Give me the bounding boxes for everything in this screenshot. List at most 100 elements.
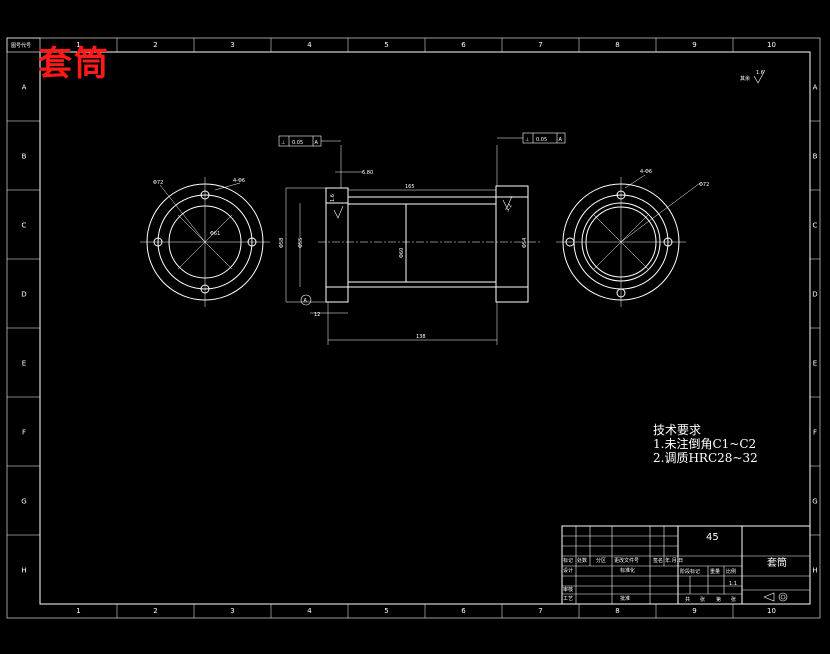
zone-row-right-A: A	[813, 84, 818, 92]
zone-row-left-D: D	[21, 291, 26, 299]
right-end-view: 4-Φ6 Φ72	[556, 169, 709, 307]
left-view-outer-dia: Φ72	[153, 180, 163, 186]
zone-row-right-H: H	[812, 567, 817, 575]
roughness-check-icon	[753, 69, 766, 84]
tech-item-2: 2.调质HRC28~32	[653, 451, 758, 465]
part-name-stamp: 套筒	[38, 44, 110, 84]
dia-left-a: Φ58	[279, 238, 285, 248]
zone-col-top-3: 3	[230, 41, 234, 49]
tech-title: 技术要求	[653, 423, 701, 437]
zone-row-right-F: F	[813, 429, 817, 437]
zone-row-left-F: F	[22, 429, 26, 437]
projection-symbol-icon	[763, 592, 775, 602]
drawing-tag-box	[6, 37, 41, 53]
weight-label: 重量	[710, 568, 720, 575]
left-view-holes: 4-Φ6	[233, 178, 245, 184]
scale-label: 比例	[726, 568, 736, 575]
section-view: 165 138 12 6.80 Φ58 Φ55 Φ60 Φ54 1.6 3.2 …	[279, 145, 540, 345]
header-label-mark: 标记	[563, 557, 573, 564]
zone-row-left-H: H	[21, 567, 26, 575]
header-label-zone: 分区	[596, 557, 606, 564]
zone-row-right-B: B	[813, 153, 818, 161]
left-face-roughness: 1.6	[330, 194, 336, 202]
left-face-roughness-icon	[333, 205, 344, 219]
zone-col-bottom-2: 2	[153, 607, 157, 615]
dia-left-b: Φ55	[298, 238, 304, 248]
left-end-view: Φ72 4-Φ6 Φ61	[140, 177, 270, 307]
roughness-symbol: 其余 1.6	[740, 69, 766, 84]
datum-circle	[300, 294, 312, 306]
zone-col-top-4: 4	[307, 41, 312, 49]
title-block: 45 套筒 标记 处数 分区 更改文件号 签名 年.月.日 设计 标准化 审核 …	[561, 525, 811, 605]
scale-value: 1:1	[729, 581, 737, 587]
drawing-tag-label: 图号代号	[11, 42, 31, 49]
roughness-label: 其余	[740, 75, 750, 82]
review-label: 审核	[563, 586, 573, 593]
zone-row-right-C: C	[813, 222, 818, 230]
roughness-value: 1.6	[756, 70, 764, 76]
zone-col-bottom-10: 10	[767, 607, 776, 615]
left-view-inner-dia: Φ61	[210, 231, 220, 237]
zone-col-bottom-3: 3	[230, 607, 234, 615]
datum-label: A	[304, 298, 308, 304]
dia-right: Φ54	[522, 238, 528, 248]
zone-row-left-B: B	[22, 153, 27, 161]
zone-col-top-8: 8	[615, 41, 619, 49]
standard-label: 标准化	[620, 567, 635, 574]
approve-label: 批准	[620, 595, 630, 602]
side-offset-dim: 6.80	[362, 170, 373, 176]
zone-row-left-G: G	[21, 498, 26, 506]
stage-label: 阶段标记	[680, 568, 700, 575]
sheet-label-total: 共	[685, 596, 690, 603]
tech-item-1: 1.未注倒角C1~C2	[653, 436, 756, 451]
zone-col-top-1: 1	[76, 41, 80, 49]
zone-col-bottom-1: 1	[76, 607, 80, 615]
material-text: 45	[706, 532, 719, 543]
zone-row-left-A: A	[22, 84, 27, 92]
tol-right-value: 0.05	[536, 137, 547, 143]
tol-left-value: 0.05	[292, 140, 303, 146]
tol-left-symbol: ⊥	[281, 140, 285, 146]
zone-row-left-C: C	[22, 222, 27, 230]
zone-row-right-G: G	[812, 498, 817, 506]
zone-col-bottom-7: 7	[538, 607, 542, 615]
zone-col-top-10: 10	[767, 41, 776, 49]
length-bottom-dim: 138	[416, 334, 426, 340]
flange-width-dim: 12	[314, 312, 320, 318]
sheet-label-of: 张	[731, 596, 736, 603]
tol-right-symbol: ⊥	[525, 137, 529, 143]
zone-row-right-E: E	[813, 360, 817, 368]
sheet-label-number: 第	[716, 596, 721, 603]
sheet-label-sheets: 张	[700, 596, 705, 603]
right-face-roughness: 3.2	[505, 203, 514, 213]
zone-col-bottom-6: 6	[461, 607, 466, 615]
right-face-roughness-icon	[502, 195, 513, 209]
process-label: 工艺	[563, 596, 573, 602]
zone-row-right-D: D	[812, 291, 817, 299]
zone-col-bottom-8: 8	[615, 607, 619, 615]
tol-right-datum: A	[559, 137, 563, 143]
zone-col-bottom-9: 9	[692, 607, 696, 615]
tech-requirements: 技术要求 1.未注倒角C1~C2 2.调质HRC28~32	[653, 423, 758, 465]
header-label-sign: 签名	[653, 557, 663, 564]
zone-col-top-6: 6	[461, 41, 466, 49]
zone-col-top-2: 2	[153, 41, 157, 49]
tol-left-datum: A	[315, 140, 319, 146]
zone-row-left-E: E	[22, 360, 26, 368]
zone-col-bottom-4: 4	[307, 607, 312, 615]
dia-middle: Φ60	[399, 248, 405, 258]
zone-col-top-5: 5	[384, 41, 388, 49]
right-view-outer-dia: Φ72	[699, 182, 709, 188]
tolerance-frame-right: ⊥ 0.05 A	[497, 132, 566, 144]
right-view-holes: 4-Φ6	[640, 169, 652, 175]
length-top-dim: 165	[405, 184, 415, 190]
header-label-count: 处数	[577, 557, 587, 564]
header-label-date: 年.月.日	[665, 557, 683, 564]
design-label: 设计	[563, 567, 573, 574]
part-name-text: 套筒	[767, 556, 787, 569]
header-label-change-doc: 更改文件号	[614, 557, 639, 564]
tolerance-frame-left: ⊥ 0.05 A	[278, 135, 341, 147]
